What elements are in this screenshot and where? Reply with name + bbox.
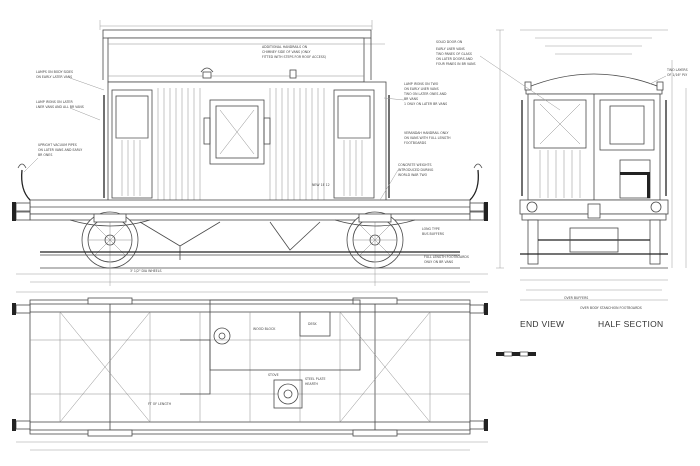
note-concrete: CONCRETE WEIGHTS INTRODUCED DURING WORLD…: [398, 163, 434, 177]
end-notes: SOLID DOOR ON EARLY LNER VANS TWO PANES …: [435, 40, 689, 310]
scale-bar: [496, 351, 536, 357]
note-solid-door: SOLID DOOR ON: [436, 40, 463, 44]
note-footboards: FULL LENGTH FOOTBOARDS ONLY ON BR VANS: [424, 255, 470, 264]
note-early-vans: EARLY LNER VANS TWO PANES OF GLASS ON LA…: [435, 47, 476, 66]
side-notes: LAMPS ON BODY SIDES ON EARLY LATER VANS …: [23, 45, 470, 273]
note-running-number: NEW 1E 12: [312, 183, 330, 187]
half-section-title: HALF SECTION: [598, 319, 663, 329]
note-lamps-body-sides: LAMPS ON BODY SIDES ON EARLY LATER VANS: [36, 70, 74, 79]
note-handrails: ADDITIONAL HANDRAILS ON CHIMNEY SIDE OF …: [262, 45, 326, 59]
note-vacuum-pipes: UPRIGHT VACUUM PIPES ON LATER VANS AND E…: [38, 143, 83, 157]
end-view-title: END VIEW: [520, 319, 564, 329]
note-lamp-irons: LAMP IRONS ON LATER LNER VANS AND ALL BR…: [36, 100, 84, 109]
note-wheels: 3' 1/2" DIA WHEELS: [130, 269, 162, 273]
plan-wood-block-label: WOOD BLOCK: [253, 327, 276, 331]
plan-desk-label: DESK: [308, 322, 317, 326]
side-elevation: [12, 20, 504, 286]
note-over-stanchion: OVER BODY STANCHION FOOTBOARDS: [580, 306, 642, 310]
plan-footboards-label: FT OF LENGTH: [148, 402, 172, 406]
plan-steel-plate-label: STEEL PLATE HEARTH: [305, 377, 326, 386]
note-two-layers: TWO LAYERS OF 1/16" PLY: [666, 68, 689, 77]
note-lamp-irons-end: LAMP IRONS ON TWO ON EARLY LNER VANS TWO…: [403, 82, 447, 106]
plan-view: DESK STOVE STEEL PLATE HEARTH WOOD BLOCK…: [12, 291, 488, 451]
end-view: [519, 29, 687, 301]
note-buffers: LONG TYPE BUS BUFFERS: [422, 227, 444, 236]
note-over-buffers: OVER BUFFERS: [564, 296, 588, 300]
plan-stove-label: STOVE: [268, 373, 279, 377]
note-verandah: VERANDAH HANDRAIL ONLY ON VANS WITH FULL…: [404, 131, 452, 145]
